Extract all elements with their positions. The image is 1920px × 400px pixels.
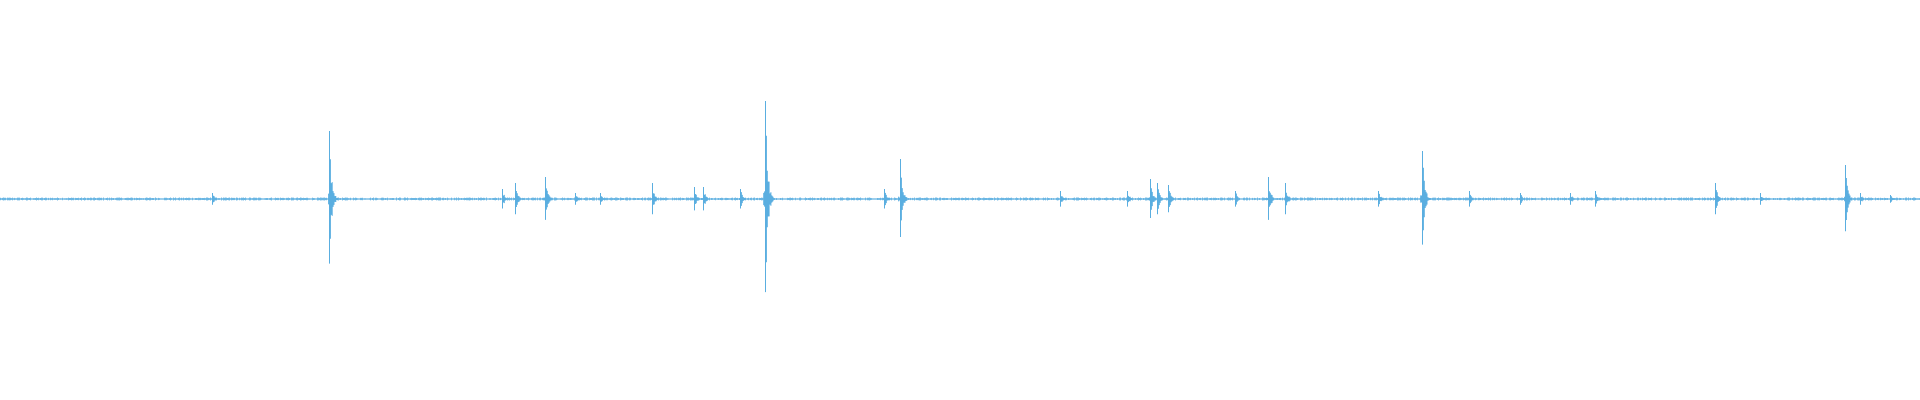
waveform-peak: [882, 189, 894, 209]
waveform-peak: [701, 187, 713, 211]
waveform-peak: [210, 193, 222, 205]
waveform-peak: [1420, 151, 1432, 245]
waveform-peak: [513, 183, 525, 215]
waveform-peak: [1568, 193, 1580, 205]
waveform-peak: [763, 101, 775, 293]
waveform-peak: [1858, 193, 1870, 205]
waveform-peak: [573, 193, 585, 205]
waveform-peak: [650, 183, 662, 215]
waveform-peak: [1843, 165, 1855, 232]
waveform-peak: [1758, 193, 1770, 205]
waveform-peak: [543, 177, 555, 220]
waveform-peak: [1234, 191, 1245, 207]
waveform-peak: [1518, 193, 1530, 205]
waveform-peak: [738, 189, 750, 209]
waveform-peak: [1155, 183, 1167, 215]
waveform-peak: [1593, 191, 1605, 207]
waveform-peak: [1376, 191, 1388, 207]
waveform-peak: [1125, 191, 1137, 207]
waveform-peak: [598, 193, 610, 205]
waveform-peak: [500, 189, 512, 209]
waveform-peak: [1266, 177, 1278, 220]
waveform-peak: [1888, 195, 1900, 203]
waveform-peak: [692, 187, 704, 211]
waveform-peak: [1467, 191, 1479, 207]
waveform-peak: [898, 159, 910, 237]
waveform-peak: [1713, 183, 1725, 215]
waveform-peak: [1166, 185, 1178, 213]
waveform-peak: [1058, 191, 1070, 207]
waveform-peak: [1283, 183, 1295, 215]
waveform-peak: [327, 131, 339, 264]
waveform-peaks: [210, 101, 1900, 293]
